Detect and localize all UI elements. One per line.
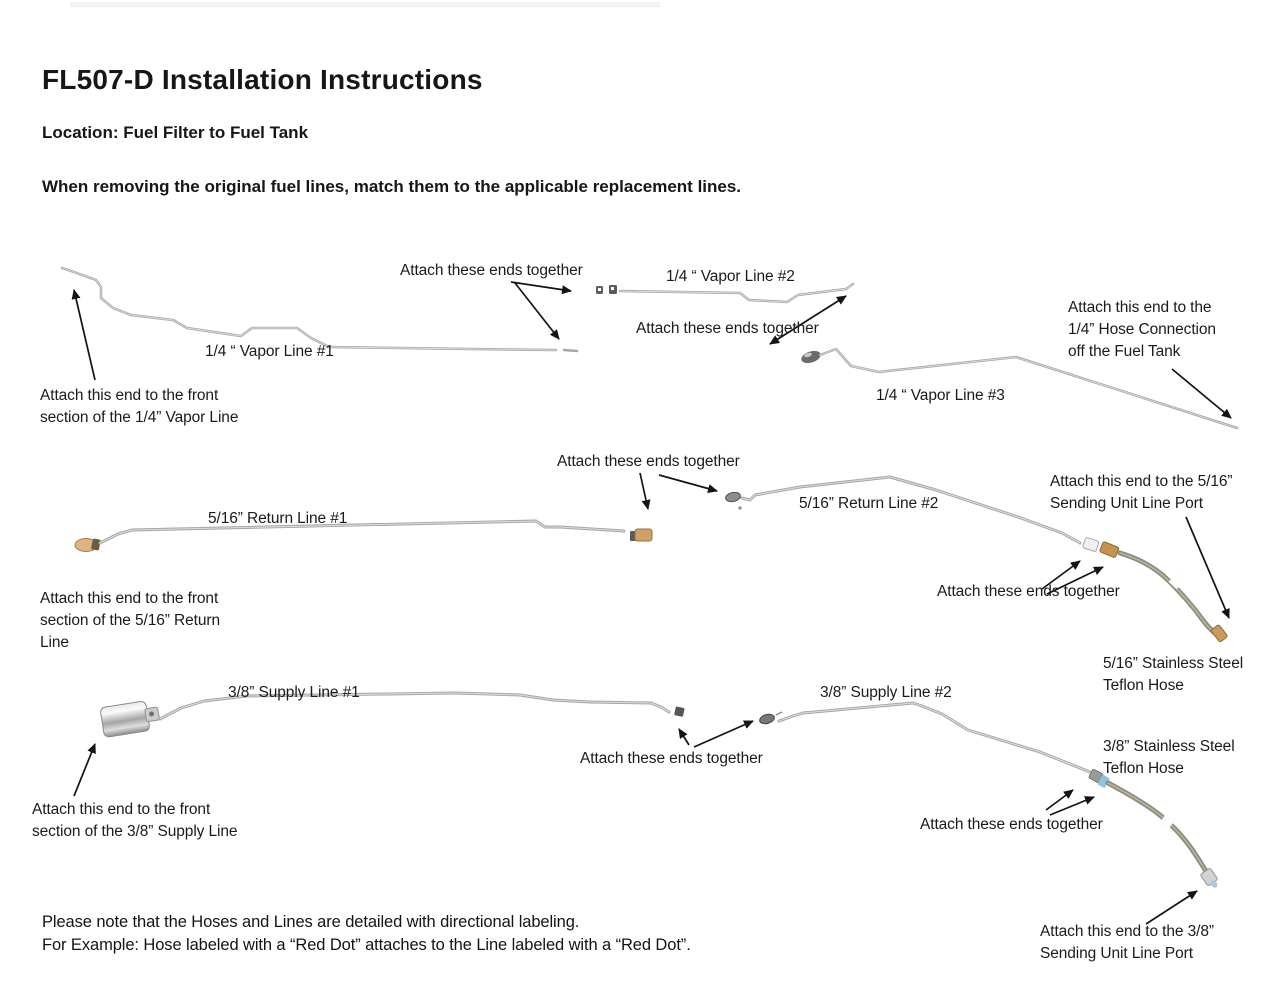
return-line-1: [74, 519, 653, 552]
label-return-line-2: 5/16” Return Line #2: [799, 495, 939, 512]
intro-line: When removing the original fuel lines, m…: [42, 177, 742, 196]
hose-band: [1158, 813, 1176, 831]
callout-vapor-tank: Attach this end to the 1/4” Hose Connect…: [1068, 299, 1216, 360]
callout-return-front: Attach this end to the front section of …: [40, 590, 220, 651]
callout-arrows: [71, 281, 1232, 925]
supply-line-2: [759, 701, 1110, 789]
callout-attach-ends-return-left: Attach these ends together: [557, 453, 740, 470]
callout-supply-front: Attach this end to the front section of …: [32, 801, 238, 840]
tube-fitting: [725, 491, 741, 503]
vapor-line-1: [60, 266, 579, 353]
scan-artifact: [70, 2, 660, 7]
callout-vapor-front: Attach this end to the front section of …: [40, 387, 239, 426]
tube-fitting: [801, 350, 821, 364]
return-line-2: [725, 475, 1120, 558]
brass-fitting: [1099, 541, 1120, 558]
tube-fitting: [759, 713, 775, 725]
callout-return-sending-port: Attach this end to the 5/16” Sending Uni…: [1050, 473, 1233, 512]
label-return-line-1: 5/16” Return Line #1: [208, 510, 348, 527]
label-supply-line-1: 3/8” Supply Line #1: [228, 684, 360, 701]
label-vapor-line-3: 1/4 “ Vapor Line #3: [876, 387, 1005, 404]
callout-attach-ends-supply-mid: Attach these ends together: [580, 750, 763, 767]
callout-attach-ends-supply-right: Attach these ends together: [920, 816, 1103, 833]
label-vapor-line-1: 1/4 “ Vapor Line #1: [205, 343, 334, 360]
hose-band: [1168, 572, 1186, 590]
blue-band: [1097, 774, 1110, 789]
brass-fitting: [634, 528, 653, 542]
stainless-hose-516: [1117, 550, 1228, 643]
note-line-1: Please note that the Hoses and Lines are…: [42, 913, 580, 931]
hose-coupler: [1082, 537, 1100, 552]
label-supply-line-2: 3/8” Supply Line #2: [820, 684, 952, 701]
note-line-2: For Example: Hose labeled with a “Red Do…: [42, 936, 691, 954]
callout-attach-ends-vapor-mid: Attach these ends together: [636, 320, 819, 337]
supply-line-1: [158, 691, 685, 721]
fuel-filter: [100, 700, 160, 738]
vapor-line-3: [801, 347, 1239, 430]
tube-fitting: [674, 706, 685, 717]
callout-attach-ends-return-right: Attach these ends together: [937, 583, 1120, 600]
label-vapor-line-2: 1/4 “ Vapor Line #2: [666, 268, 795, 285]
location-line: Location: Fuel Filter to Fuel Tank: [42, 123, 309, 142]
page-title: FL507-D Installation Instructions: [42, 64, 483, 95]
teflon-hose-38: [1105, 780, 1218, 888]
brass-fitting: [1211, 624, 1228, 643]
callout-attach-ends-vapor-top: Attach these ends together: [400, 262, 583, 279]
label-teflon-hose-38: 3/8” Stainless Steel Teflon Hose: [1103, 738, 1235, 777]
label-stainless-hose-516: 5/16” Stainless Steel Teflon Hose: [1103, 655, 1244, 694]
callout-supply-sending-port: Attach this end to the 3/8” Sending Unit…: [1040, 923, 1214, 962]
